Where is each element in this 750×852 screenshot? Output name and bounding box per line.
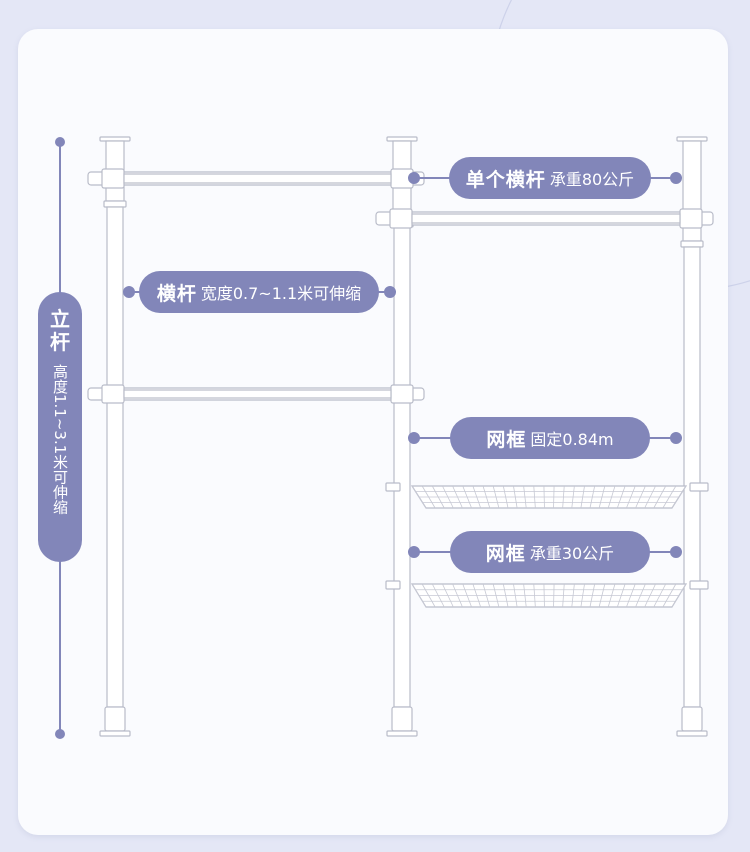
label-single-bar-text: 承重80公斤 bbox=[549, 170, 635, 189]
label-basket-load-bold: 网框 bbox=[485, 542, 526, 565]
label-basket-fixed-bold: 网框 bbox=[486, 428, 527, 451]
label-pole-bold: 立杆 bbox=[50, 307, 70, 354]
label-crossbar-text: 宽度0.7~1.1米可伸缩 bbox=[200, 284, 362, 303]
pole-left bbox=[99, 136, 131, 737]
crossbar-right bbox=[375, 208, 714, 229]
pole-right bbox=[676, 136, 708, 737]
label-pole-text: 高度1.1~3.1米可伸缩 bbox=[51, 364, 69, 515]
wire-basket-lower bbox=[385, 580, 709, 608]
label-basket-load: 网框 承重30公斤 bbox=[450, 531, 650, 573]
label-basket-fixed-text: 固定0.84m bbox=[530, 430, 614, 449]
label-basket-load-text: 承重30公斤 bbox=[529, 544, 615, 563]
label-single-bar-bold: 单个横杆 bbox=[465, 168, 546, 191]
label-crossbar: 横杆 宽度0.7~1.1米可伸缩 bbox=[139, 271, 379, 313]
wire-basket-upper bbox=[385, 482, 709, 509]
crossbar-left-top bbox=[87, 168, 425, 189]
label-basket-fixed: 网框 固定0.84m bbox=[450, 417, 650, 459]
crossbar-left-lower bbox=[87, 384, 425, 404]
label-crossbar-bold: 横杆 bbox=[156, 282, 197, 305]
label-single-bar: 单个横杆 承重80公斤 bbox=[449, 157, 651, 199]
label-pole: 立杆 高度1.1~3.1米可伸缩 bbox=[38, 292, 82, 562]
